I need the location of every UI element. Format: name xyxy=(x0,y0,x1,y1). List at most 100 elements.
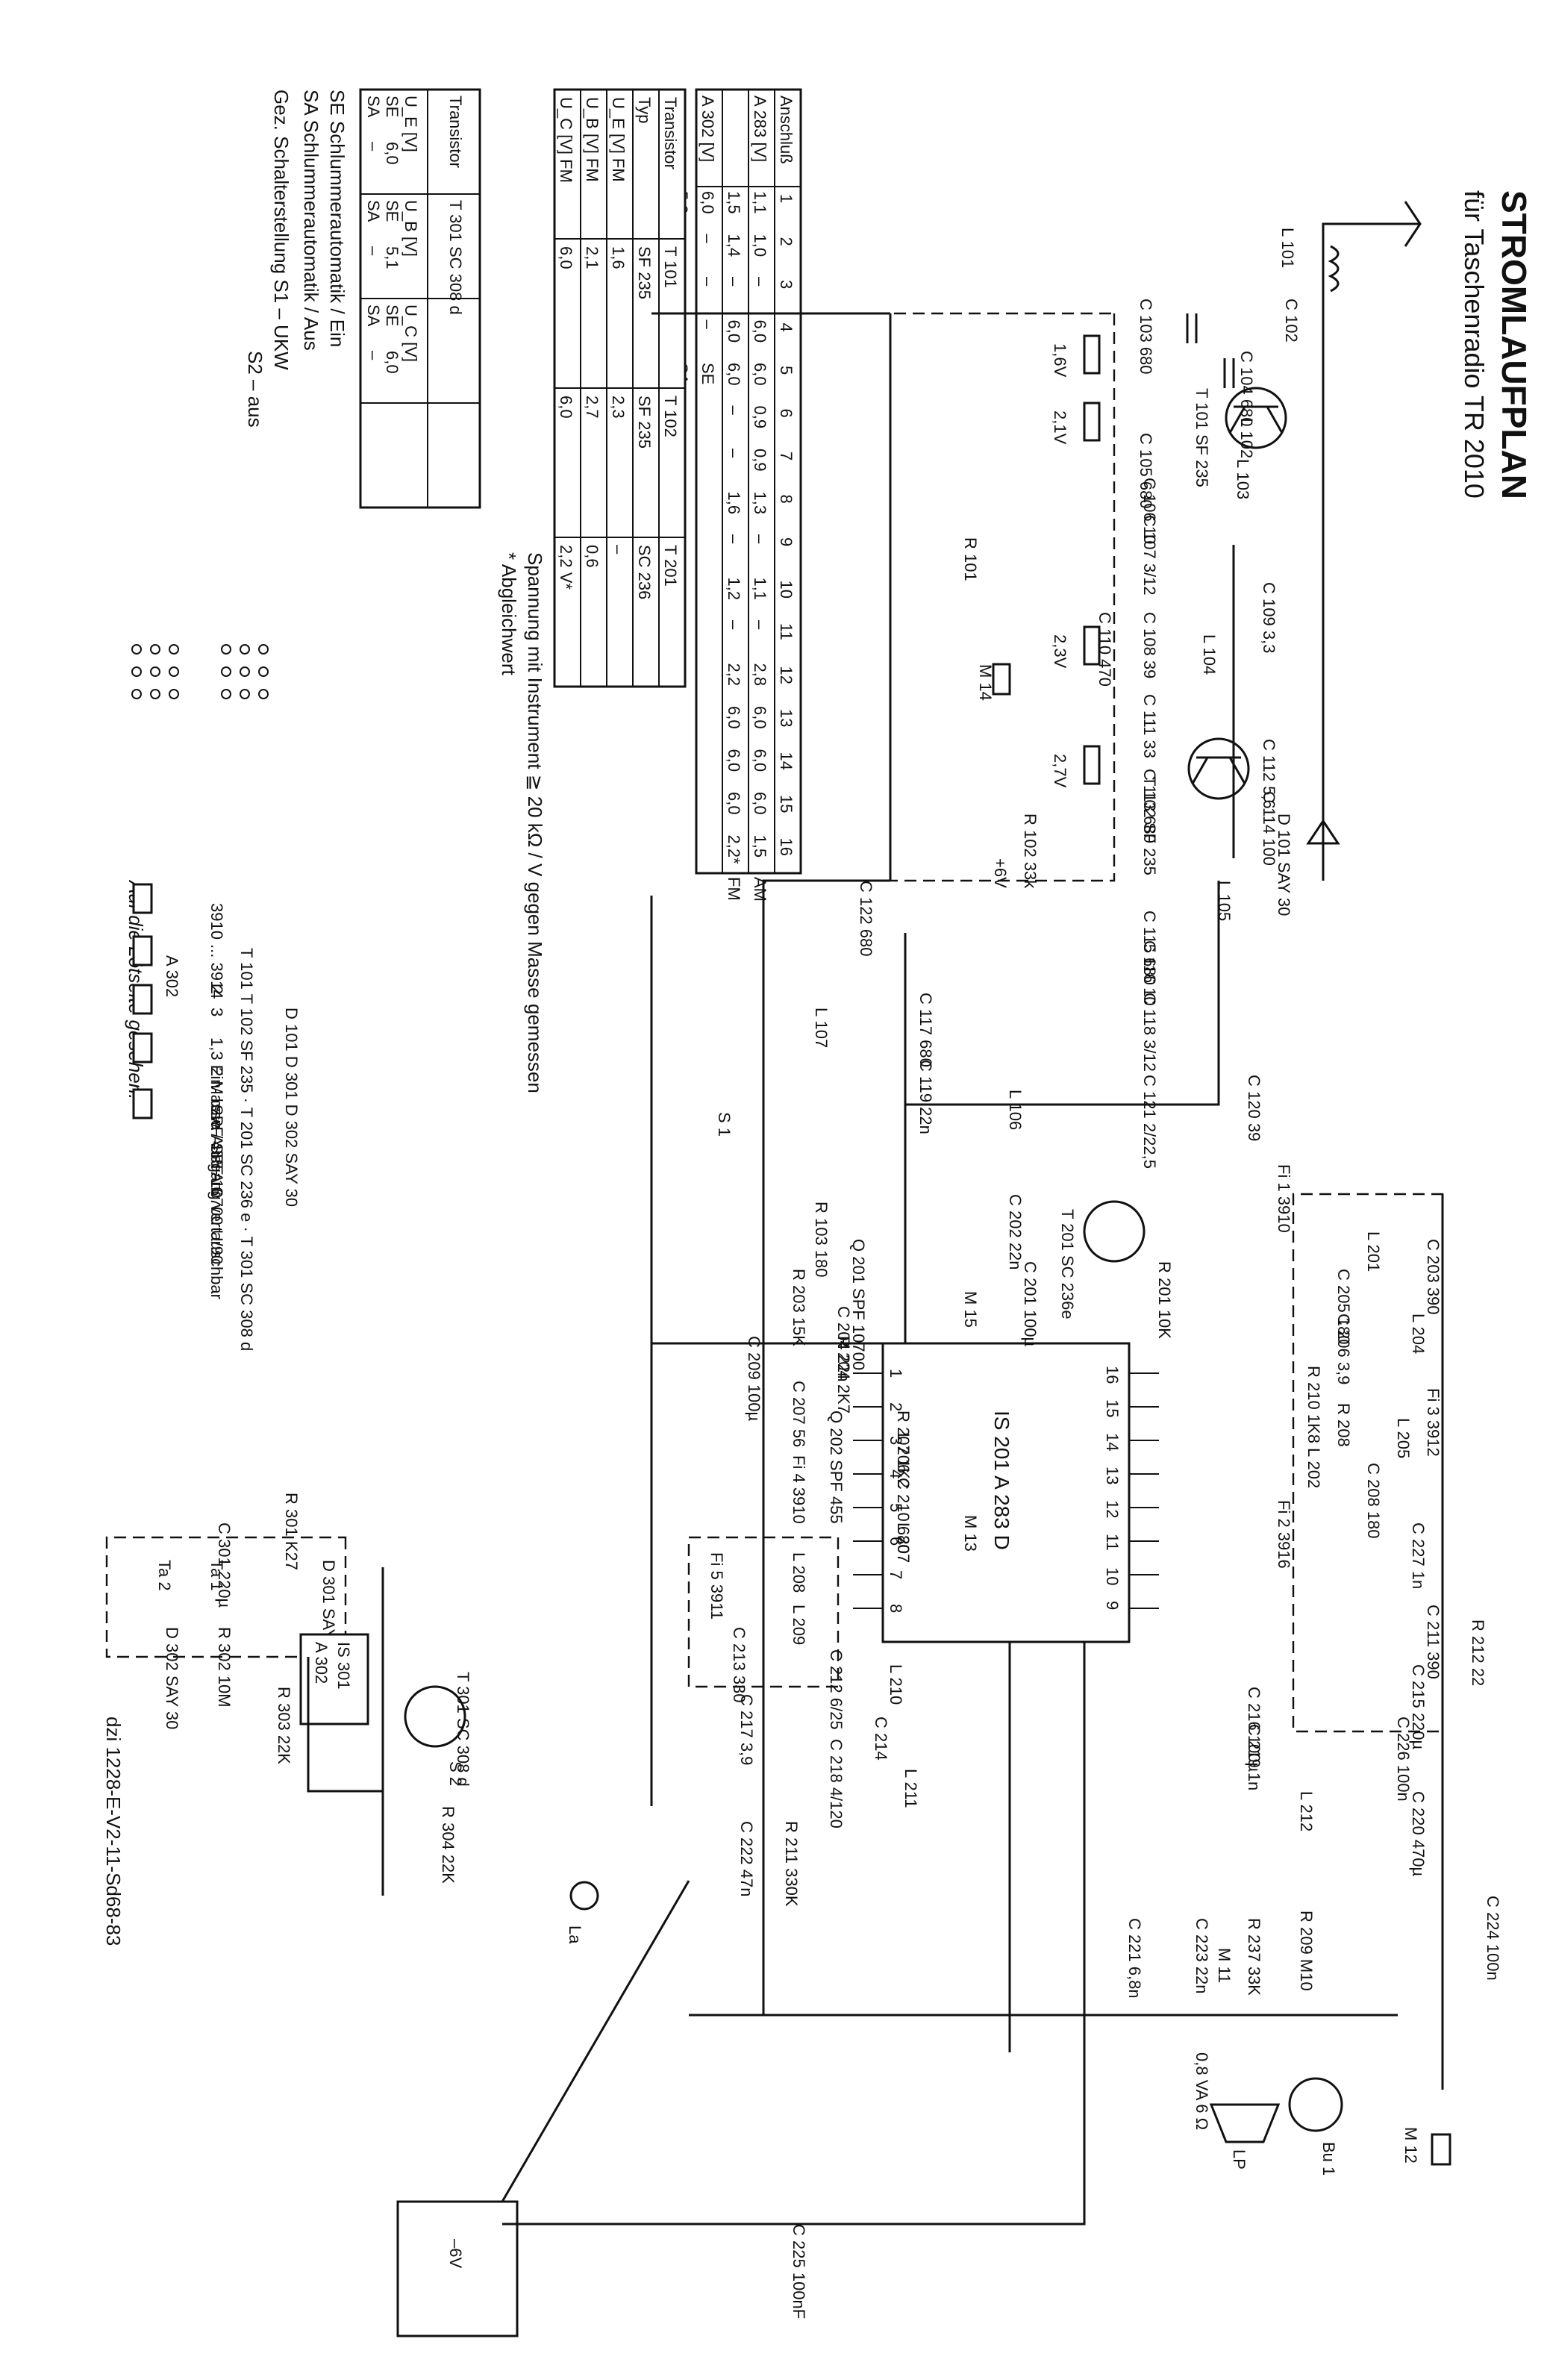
label-m11: M 11 xyxy=(1215,1948,1234,1983)
label-q202: Q 202 SPF 455 xyxy=(827,1411,846,1524)
label-v16: 1,6V xyxy=(1051,343,1069,378)
label-n2: 2 xyxy=(207,985,226,994)
label-ic-aux2: A 302 xyxy=(312,1642,331,1684)
note-a302: A 302 xyxy=(163,955,181,997)
t301-cell: SE xyxy=(383,96,401,117)
anschluss-header-cell: 4 xyxy=(777,323,796,332)
label-l201: L 201 xyxy=(1364,1231,1383,1272)
ic-pin-label: 16 xyxy=(1103,1366,1122,1384)
anschluss-cell: 0,9 xyxy=(751,406,769,429)
label-ta1: Ta 1 xyxy=(207,1560,226,1591)
label-c214: C 214 xyxy=(872,1717,890,1761)
transistor-cell: Typ xyxy=(635,97,654,123)
label-c118: C 118 3/12 xyxy=(1140,993,1159,1072)
schematic-title: STROMLAUFPLAN xyxy=(1495,190,1534,499)
label-c215: C 215 220µ xyxy=(1409,1664,1428,1750)
t301-cell: 6,0 xyxy=(383,351,401,374)
label-n3: 3 xyxy=(207,1008,226,1016)
label-fi2: Fi 2 3916 xyxy=(1275,1500,1293,1569)
label-r303: R 303 22K xyxy=(275,1687,293,1764)
label-c207: C 207 56 xyxy=(790,1381,808,1447)
label-c218: C 218 4/120 xyxy=(827,1739,846,1828)
label-fi4: Fi 4 3910 xyxy=(790,1455,808,1524)
transistor-cell: – xyxy=(609,545,628,555)
switch-matrix xyxy=(131,644,269,699)
anschluss-header-cell: 9 xyxy=(777,537,796,546)
label-c221: C 221 6,8n xyxy=(1125,1918,1144,1999)
anschluss-cell: 6,0 xyxy=(725,363,743,386)
t301-cell: U_C [V] xyxy=(401,304,420,362)
label-c107: C 107 3/12 xyxy=(1140,515,1159,596)
anschluss-cell: 2,2 xyxy=(725,663,743,687)
label-c103: C 103 680 xyxy=(1137,299,1155,375)
label-c213: C 213 330 xyxy=(730,1627,749,1703)
anschluss-cell: – xyxy=(699,234,717,244)
anschluss-cell: 1,6 xyxy=(725,492,743,515)
anschluss-cell: – xyxy=(699,320,717,330)
anschluss-header-cell: 14 xyxy=(777,752,796,770)
transistor-cell: SF 235 xyxy=(635,246,654,299)
anschluss-cell: – xyxy=(725,277,743,287)
anschluss-cell: 6,0 xyxy=(751,363,769,386)
anschluss-header-cell: 3 xyxy=(777,280,796,289)
label-c217: C 217 3,9 xyxy=(737,1694,756,1765)
t301-cell: SA xyxy=(364,96,383,118)
pinout-transistor-a xyxy=(132,883,153,914)
anschluss-cell: 6,0 xyxy=(725,320,743,343)
label-l104: L 104 xyxy=(1200,634,1219,675)
battery xyxy=(396,2200,519,2337)
label-c223: C 223 22n xyxy=(1193,1918,1211,1994)
t301-header-cell: Transistor xyxy=(446,96,465,168)
label-t101: T 101 SF 235 xyxy=(1193,388,1211,487)
anschluss-cell: – xyxy=(751,534,769,544)
label-r102: R 102 33k xyxy=(1021,813,1040,889)
pinout-transistor-b xyxy=(132,935,153,966)
label-c226: C 226 100n xyxy=(1394,1717,1413,1802)
label-s2: S 2 xyxy=(446,1761,465,1786)
label-c208: C 208 180 xyxy=(1364,1463,1383,1539)
anschluss-cell: 1,4 xyxy=(725,234,743,257)
label-r204: R 204 2K7 xyxy=(834,1336,853,1414)
label-c109: C 109 3,3 xyxy=(1260,582,1278,653)
anschluss-cell: 2,8 xyxy=(751,663,769,687)
anschluss-cell: 6,0 xyxy=(751,320,769,343)
label-l101: L 101 xyxy=(1278,228,1297,268)
anschluss-header-cell: 12 xyxy=(777,666,796,684)
ic-pin-label: 3 xyxy=(887,1436,905,1445)
anschluss-header-cell: 15 xyxy=(777,795,796,813)
label-r301: R 301 K27 xyxy=(282,1493,301,1570)
transistor-cell: 2,1 xyxy=(583,246,601,269)
note-gez2: S2 – aus xyxy=(244,351,266,428)
t301-cell: SE xyxy=(383,304,401,326)
label-l102: L 102 xyxy=(1237,418,1256,458)
label-c120: C 120 39 xyxy=(1245,1075,1263,1141)
lamp-la xyxy=(569,1881,599,1911)
transistor-header-cell: T 101 xyxy=(661,246,680,288)
label-l103: L 103 xyxy=(1234,459,1252,499)
label-fi5: Fi 5 3911 xyxy=(707,1552,726,1620)
coil-l101 xyxy=(1328,245,1340,293)
label-c205: C 205 180 xyxy=(1334,1269,1353,1345)
transistor-t102 xyxy=(1187,737,1250,800)
note-se: SE Schlummerautomatik / Ein xyxy=(326,90,349,347)
label-c113: C 113 680 xyxy=(1140,769,1159,843)
label-r208: R 208 xyxy=(1334,1403,1353,1447)
transistor-cell: 2,7 xyxy=(583,396,601,419)
ic-pin-label: 6 xyxy=(887,1537,905,1546)
anschluss-header-cell: 5 xyxy=(777,366,796,375)
label-r212: R 212 22 xyxy=(1469,1620,1487,1686)
note-transistors: T 101 T 102 SF 235 · T 201 SC 236 e · T … xyxy=(237,948,256,1351)
anschluss-header-cell: 10 xyxy=(777,581,796,599)
anschluss-header-cell: 1 xyxy=(777,194,796,203)
anschluss-cell: 1,5 xyxy=(751,835,769,858)
transistor-t301 xyxy=(404,1685,466,1748)
label-la: La xyxy=(566,1925,584,1944)
t301-cell: SE xyxy=(383,200,401,222)
label-l106: L 106 xyxy=(1006,1090,1025,1130)
ic-pin-label: 2 xyxy=(887,1402,905,1411)
label-fi1: Fi 1 3910 xyxy=(1275,1164,1293,1233)
ic-pin-label: 14 xyxy=(1103,1433,1122,1451)
